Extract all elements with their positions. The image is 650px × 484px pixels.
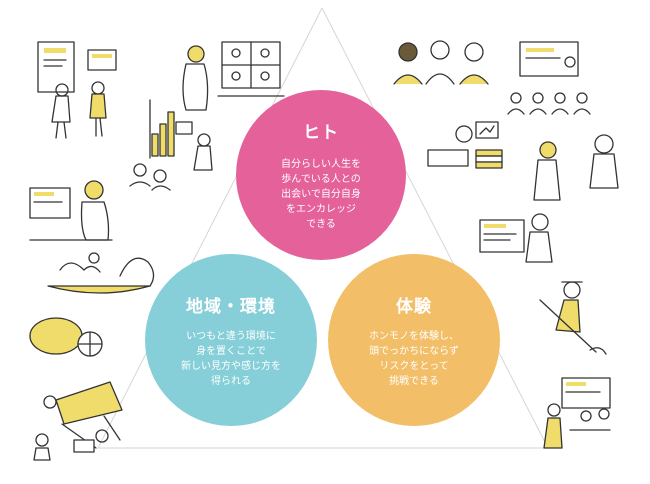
laptop-worker-illustration — [427, 121, 503, 169]
lemon-illustration — [29, 317, 103, 357]
whiteboard-illustration — [479, 213, 553, 263]
hito-line: 歩んでいる人との — [281, 174, 361, 185]
lecture-illustration — [507, 41, 591, 115]
taiken-description: ホンモノを体験し、 頭でっかちにならず リスクをとって 挑戦できる — [369, 329, 459, 389]
taiken-line: リスクをとって — [379, 360, 449, 372]
circle-chiiki-kankyo: 地域・環境 いつもと違う環境に 身を置くことで 新しい見方や感じ方を 得られる — [145, 254, 317, 426]
circle-hito: ヒト 自分らしい人生を 歩んでいる人との 出会いで自分自身 をエンカレッジ でき… — [236, 90, 406, 260]
chiiki-line: 得られる — [211, 375, 251, 387]
chiiki-line: いつもと違う環境に — [186, 330, 276, 342]
three-people-illustration — [393, 40, 489, 85]
board-meeting-illustration — [37, 41, 117, 139]
farmer-illustration — [539, 281, 607, 355]
island-illustration — [47, 252, 155, 294]
conversation-illustration — [533, 134, 619, 201]
video-call-illustration — [182, 41, 285, 111]
chiiki-line: 身を置くことで — [196, 345, 266, 357]
hito-line: 自分らしい人生を — [281, 159, 361, 170]
chiiki-title: 地域・環境 — [186, 296, 276, 317]
hito-title: ヒト — [303, 123, 339, 143]
desk-worker-illustration — [29, 180, 113, 241]
hito-description: 自分らしい人生を 歩んでいる人との 出会いで自分自身 をエンカレッジ できる — [281, 157, 361, 232]
hito-line: できる — [306, 219, 336, 230]
taiken-line: 挑戦できる — [389, 375, 439, 387]
taiken-line: 頭でっかちにならず — [369, 345, 459, 357]
workshop-tent-illustration — [33, 381, 123, 461]
chiiki-description: いつもと違う環境に 身を置くことで 新しい見方や感じ方を 得られる — [181, 329, 281, 389]
taiken-title: 体験 — [396, 296, 432, 317]
circle-taiken: 体験 ホンモノを体験し、 頭でっかちにならず リスクをとって 挑戦できる — [328, 254, 500, 426]
hito-line: 出会いで自分自身 — [281, 189, 361, 200]
taiken-line: ホンモノを体験し、 — [369, 330, 459, 342]
classroom-illustration — [543, 377, 611, 449]
hito-line: をエンカレッジ — [286, 204, 356, 215]
presentation-illustration — [129, 99, 213, 191]
chiiki-line: 新しい見方や感じ方を — [181, 360, 281, 372]
